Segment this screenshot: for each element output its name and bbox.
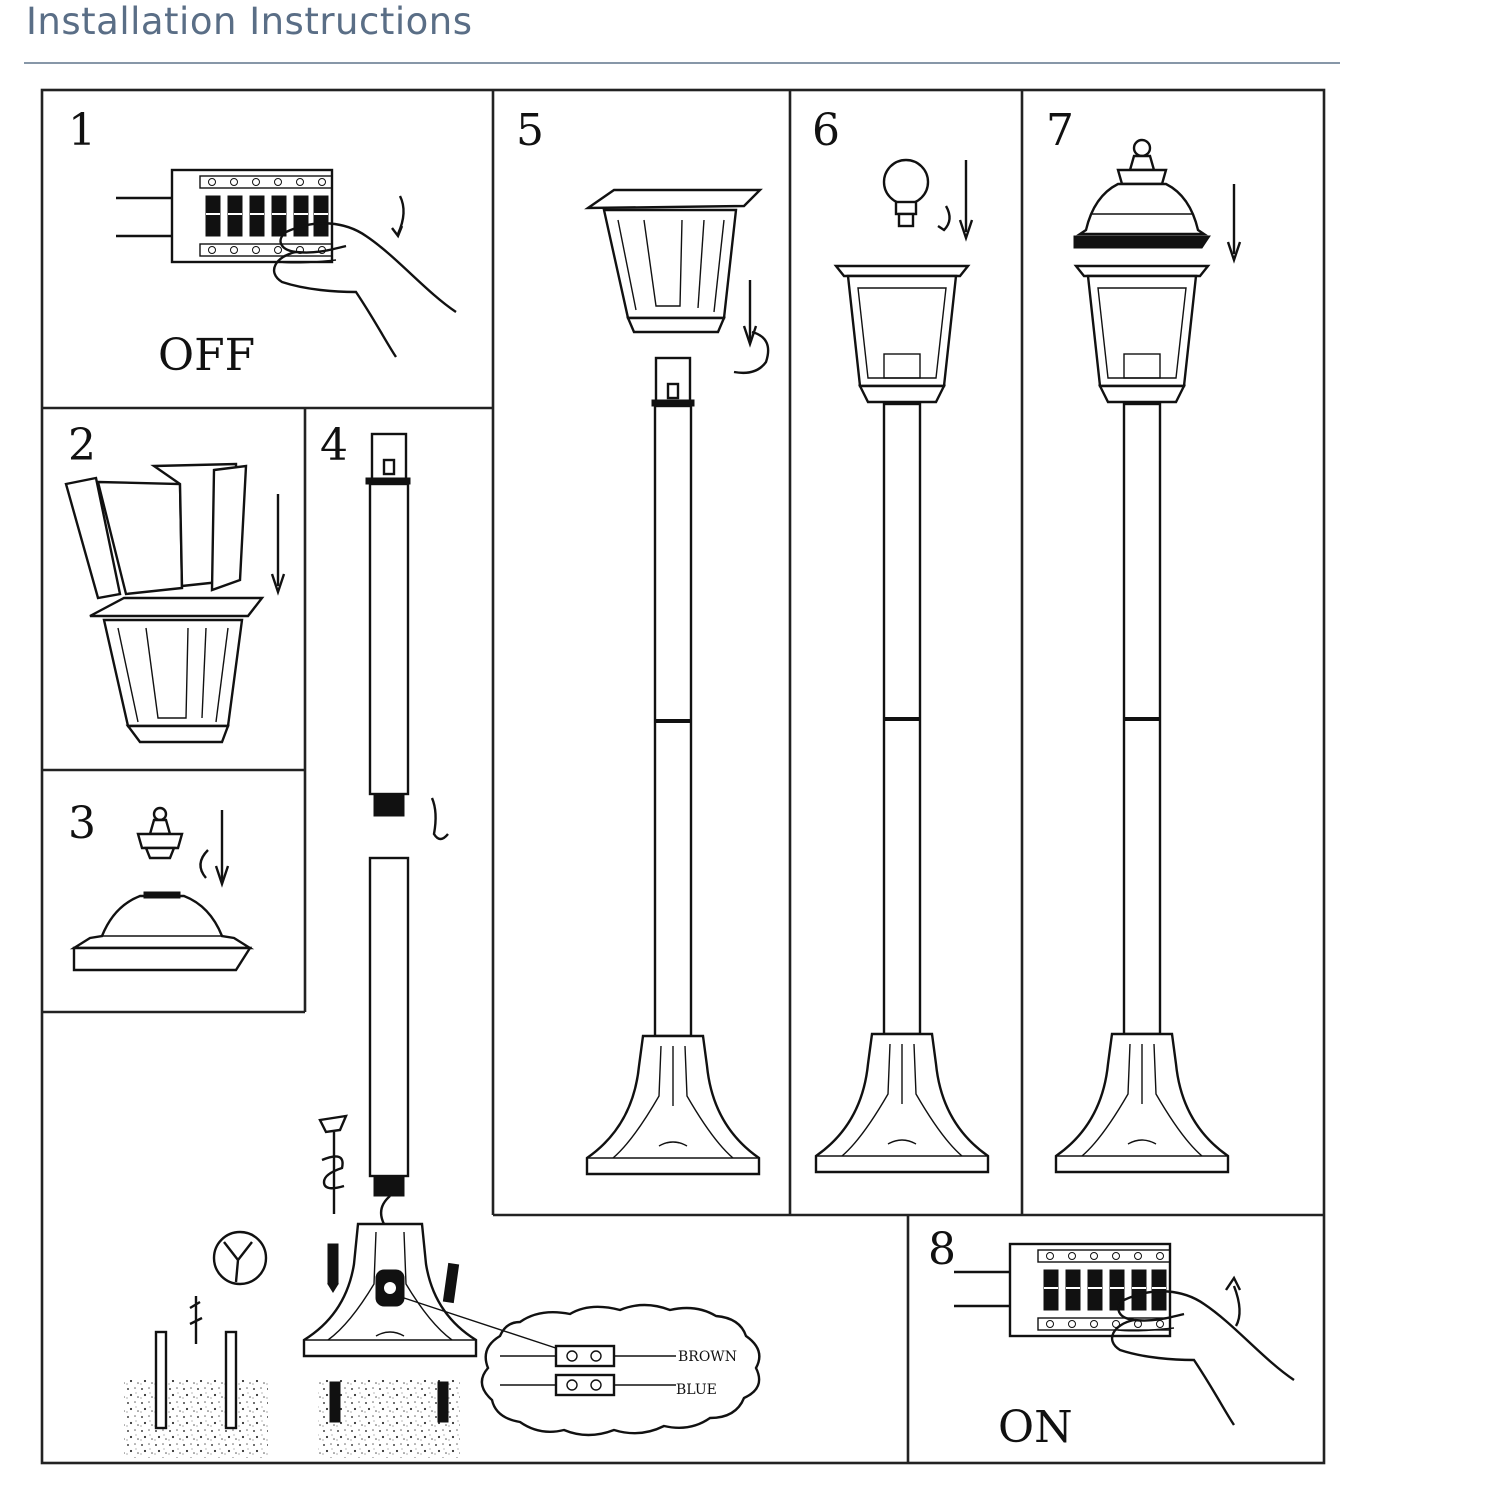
step-3-panel: 3 [68, 798, 255, 972]
lamp-post [1054, 402, 1230, 1174]
step-2-panel: 2 [64, 420, 286, 744]
wire-label-blue: BLUE [676, 1382, 717, 1398]
step-6-number: 6 [812, 105, 840, 156]
rotate-arrow-icon [199, 849, 209, 879]
pole-upper-section [368, 482, 410, 796]
step-5-panel: 5 [516, 105, 770, 1176]
ground-gravel [124, 1380, 268, 1458]
magnifier-icon [212, 1230, 268, 1286]
rotate-arrow-icon [430, 797, 449, 841]
step-6-panel: 6 [812, 105, 990, 1174]
roof-cap [1073, 138, 1211, 249]
step-8-panel: 8 ON [928, 1224, 1296, 1453]
terminal-block-blue [554, 1373, 616, 1397]
step-1-number: 1 [68, 105, 96, 156]
step-2-number: 2 [68, 420, 96, 471]
lamp-post [814, 402, 990, 1174]
breaker-panel-icon [170, 168, 334, 264]
anchor-bolt-icon [318, 1114, 348, 1214]
breaker-panel-icon [1008, 1242, 1172, 1338]
step-5-number: 5 [516, 105, 544, 156]
page-title: Installation Instructions [26, 0, 473, 43]
lantern-frame [89, 596, 265, 744]
wiring-callout [480, 1303, 761, 1437]
roof-cap [69, 891, 255, 972]
step-1-panel: 1 OFF [68, 105, 458, 381]
step-4-panel: 4 [124, 420, 761, 1458]
finial-icon [136, 806, 184, 860]
step-7-panel: 7 [1046, 105, 1242, 1174]
lantern-icon [584, 188, 763, 334]
step-1-label: OFF [158, 330, 255, 381]
step-8-number: 8 [928, 1224, 956, 1275]
lamp-post [585, 404, 761, 1176]
pole-base [302, 1222, 478, 1358]
step-7-number: 7 [1046, 105, 1074, 156]
terminal-block-brown [554, 1344, 616, 1368]
step-4-number: 4 [320, 420, 348, 471]
rotate-arrow-icon [733, 330, 770, 375]
rotate-arrow-icon [1232, 1285, 1241, 1327]
title-divider [24, 62, 1340, 64]
screw-icon [442, 1262, 460, 1304]
lantern-icon [834, 264, 970, 404]
diagram-frame [40, 88, 1326, 1465]
glass-panel [64, 476, 122, 600]
screw-icon [327, 1243, 339, 1293]
step-3-number: 3 [68, 798, 96, 849]
wire-label-brown: BROWN [678, 1349, 737, 1365]
lantern-icon [1074, 264, 1210, 404]
bulb-icon [882, 158, 930, 228]
rotate-arrow-icon [937, 205, 951, 232]
pole-lower-section [368, 856, 410, 1178]
ground-gravel [318, 1380, 460, 1458]
step-8-label: ON [998, 1402, 1073, 1453]
